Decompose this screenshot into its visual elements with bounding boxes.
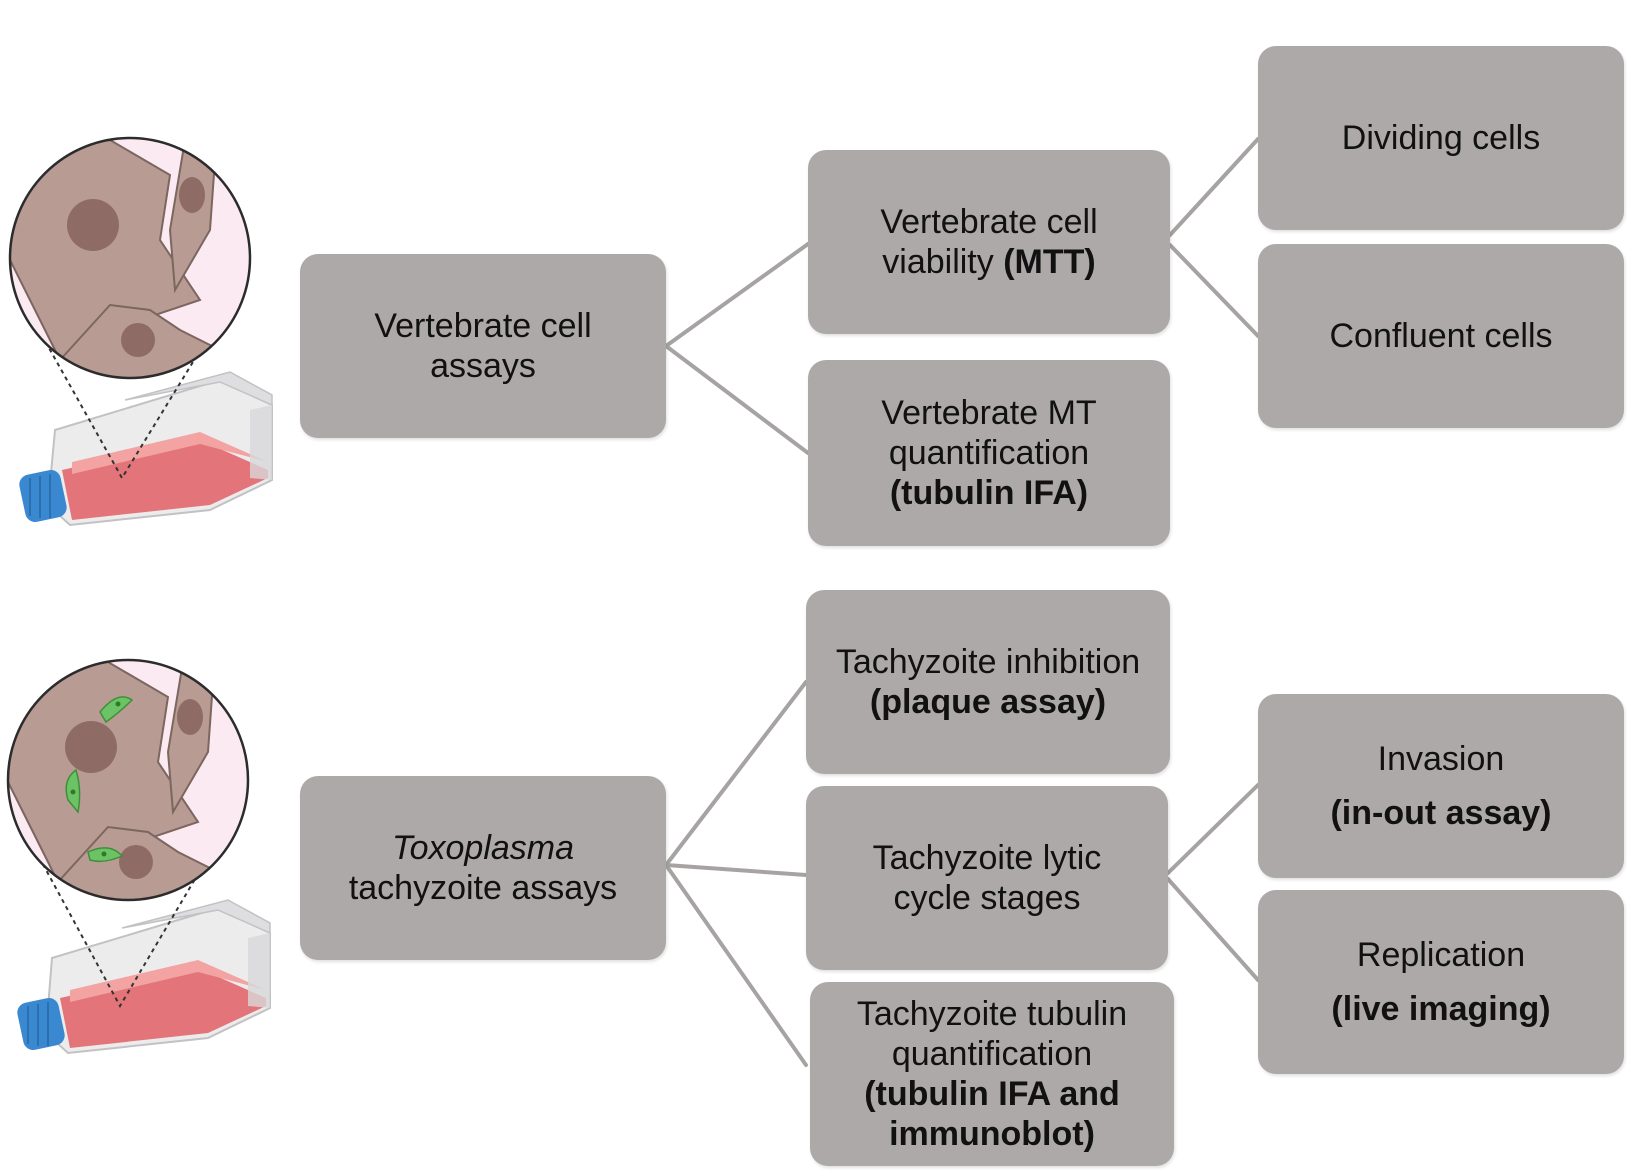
box-text: quantification bbox=[891, 1035, 1093, 1073]
dividing-cells-box: Dividing cells bbox=[1258, 46, 1624, 230]
box-text: viability bbox=[882, 243, 1004, 281]
box-method-text: (tubulin IFA) bbox=[889, 474, 1089, 512]
box-text: Toxoplasma bbox=[391, 829, 575, 867]
invasion-box: Invasion (in-out assay) bbox=[1258, 694, 1624, 878]
box-text: Vertebrate cell bbox=[880, 203, 1098, 241]
box-text-line: viability (MTT) bbox=[882, 242, 1095, 282]
cell-magnification-icon bbox=[8, 136, 252, 380]
box-text: assays bbox=[430, 347, 536, 385]
flask-cap-icon bbox=[19, 470, 67, 522]
replication-box: Replication (live imaging) bbox=[1258, 890, 1624, 1074]
box-text: Confluent cells bbox=[1329, 317, 1553, 355]
box-text: Invasion bbox=[1377, 740, 1505, 778]
box-text: Tachyzoite tubulin bbox=[856, 995, 1128, 1033]
box-text: Tachyzoite lytic bbox=[872, 839, 1102, 877]
box-text: Replication bbox=[1356, 936, 1526, 974]
flask-icon bbox=[19, 371, 273, 527]
infected-cell-magnification-icon bbox=[6, 658, 250, 902]
infected-cell-culture-flask-icon bbox=[6, 658, 271, 1055]
connector-toxo-root-to-inhibition bbox=[664, 680, 808, 867]
connector-viability-to-confluent bbox=[1168, 243, 1260, 338]
connector-lytic-to-replication bbox=[1166, 877, 1260, 982]
box-text: cycle stages bbox=[893, 879, 1081, 917]
box-method-text: (in-out assay) bbox=[1330, 794, 1552, 832]
box-text: Dividing cells bbox=[1341, 119, 1541, 157]
box-text: tachyzoite assays bbox=[348, 869, 618, 907]
connector-root-to-viability bbox=[664, 242, 810, 348]
connector-lytic-to-invasion bbox=[1166, 783, 1260, 875]
box-method-text: (tubulin IFA and bbox=[864, 1075, 1120, 1113]
box-method-text: (live imaging) bbox=[1331, 990, 1551, 1028]
toxoplasma-tachyzoite-assays-box: Toxoplasma tachyzoite assays bbox=[300, 776, 666, 960]
box-method-text: (MTT) bbox=[1003, 243, 1096, 281]
connector-root-to-mt-quant bbox=[664, 344, 810, 455]
flask-icon bbox=[17, 899, 271, 1055]
vertebrate-mt-quantification-box: Vertebrate MT quantification (tubulin IF… bbox=[808, 360, 1170, 546]
vertebrate-cell-viability-box: Vertebrate cell viability (MTT) bbox=[808, 150, 1170, 334]
connector-toxo-root-to-lytic bbox=[664, 863, 808, 877]
tachyzoite-tubulin-quantification-box: Tachyzoite tubulin quantification (tubul… bbox=[810, 982, 1174, 1166]
connector-toxo-root-to-tubulin bbox=[664, 863, 808, 1067]
tachyzoite-inhibition-box: Tachyzoite inhibition (plaque assay) bbox=[806, 590, 1170, 774]
box-text: Tachyzoite inhibition bbox=[835, 643, 1141, 681]
vertebrate-cell-assays-box: Vertebrate cell assays bbox=[300, 254, 666, 438]
flask-cap-icon bbox=[17, 998, 65, 1050]
cell-culture-flask-icon bbox=[8, 136, 273, 527]
box-method-text: immunoblot) bbox=[889, 1115, 1095, 1153]
box-text: quantification bbox=[888, 434, 1090, 472]
box-method-text: (plaque assay) bbox=[869, 683, 1107, 721]
box-text: Vertebrate MT bbox=[881, 394, 1097, 432]
tachyzoite-lytic-cycle-box: Tachyzoite lytic cycle stages bbox=[806, 786, 1168, 970]
connector-viability-to-dividing bbox=[1168, 137, 1260, 237]
confluent-cells-box: Confluent cells bbox=[1258, 244, 1624, 428]
box-text: Vertebrate cell bbox=[374, 307, 592, 345]
